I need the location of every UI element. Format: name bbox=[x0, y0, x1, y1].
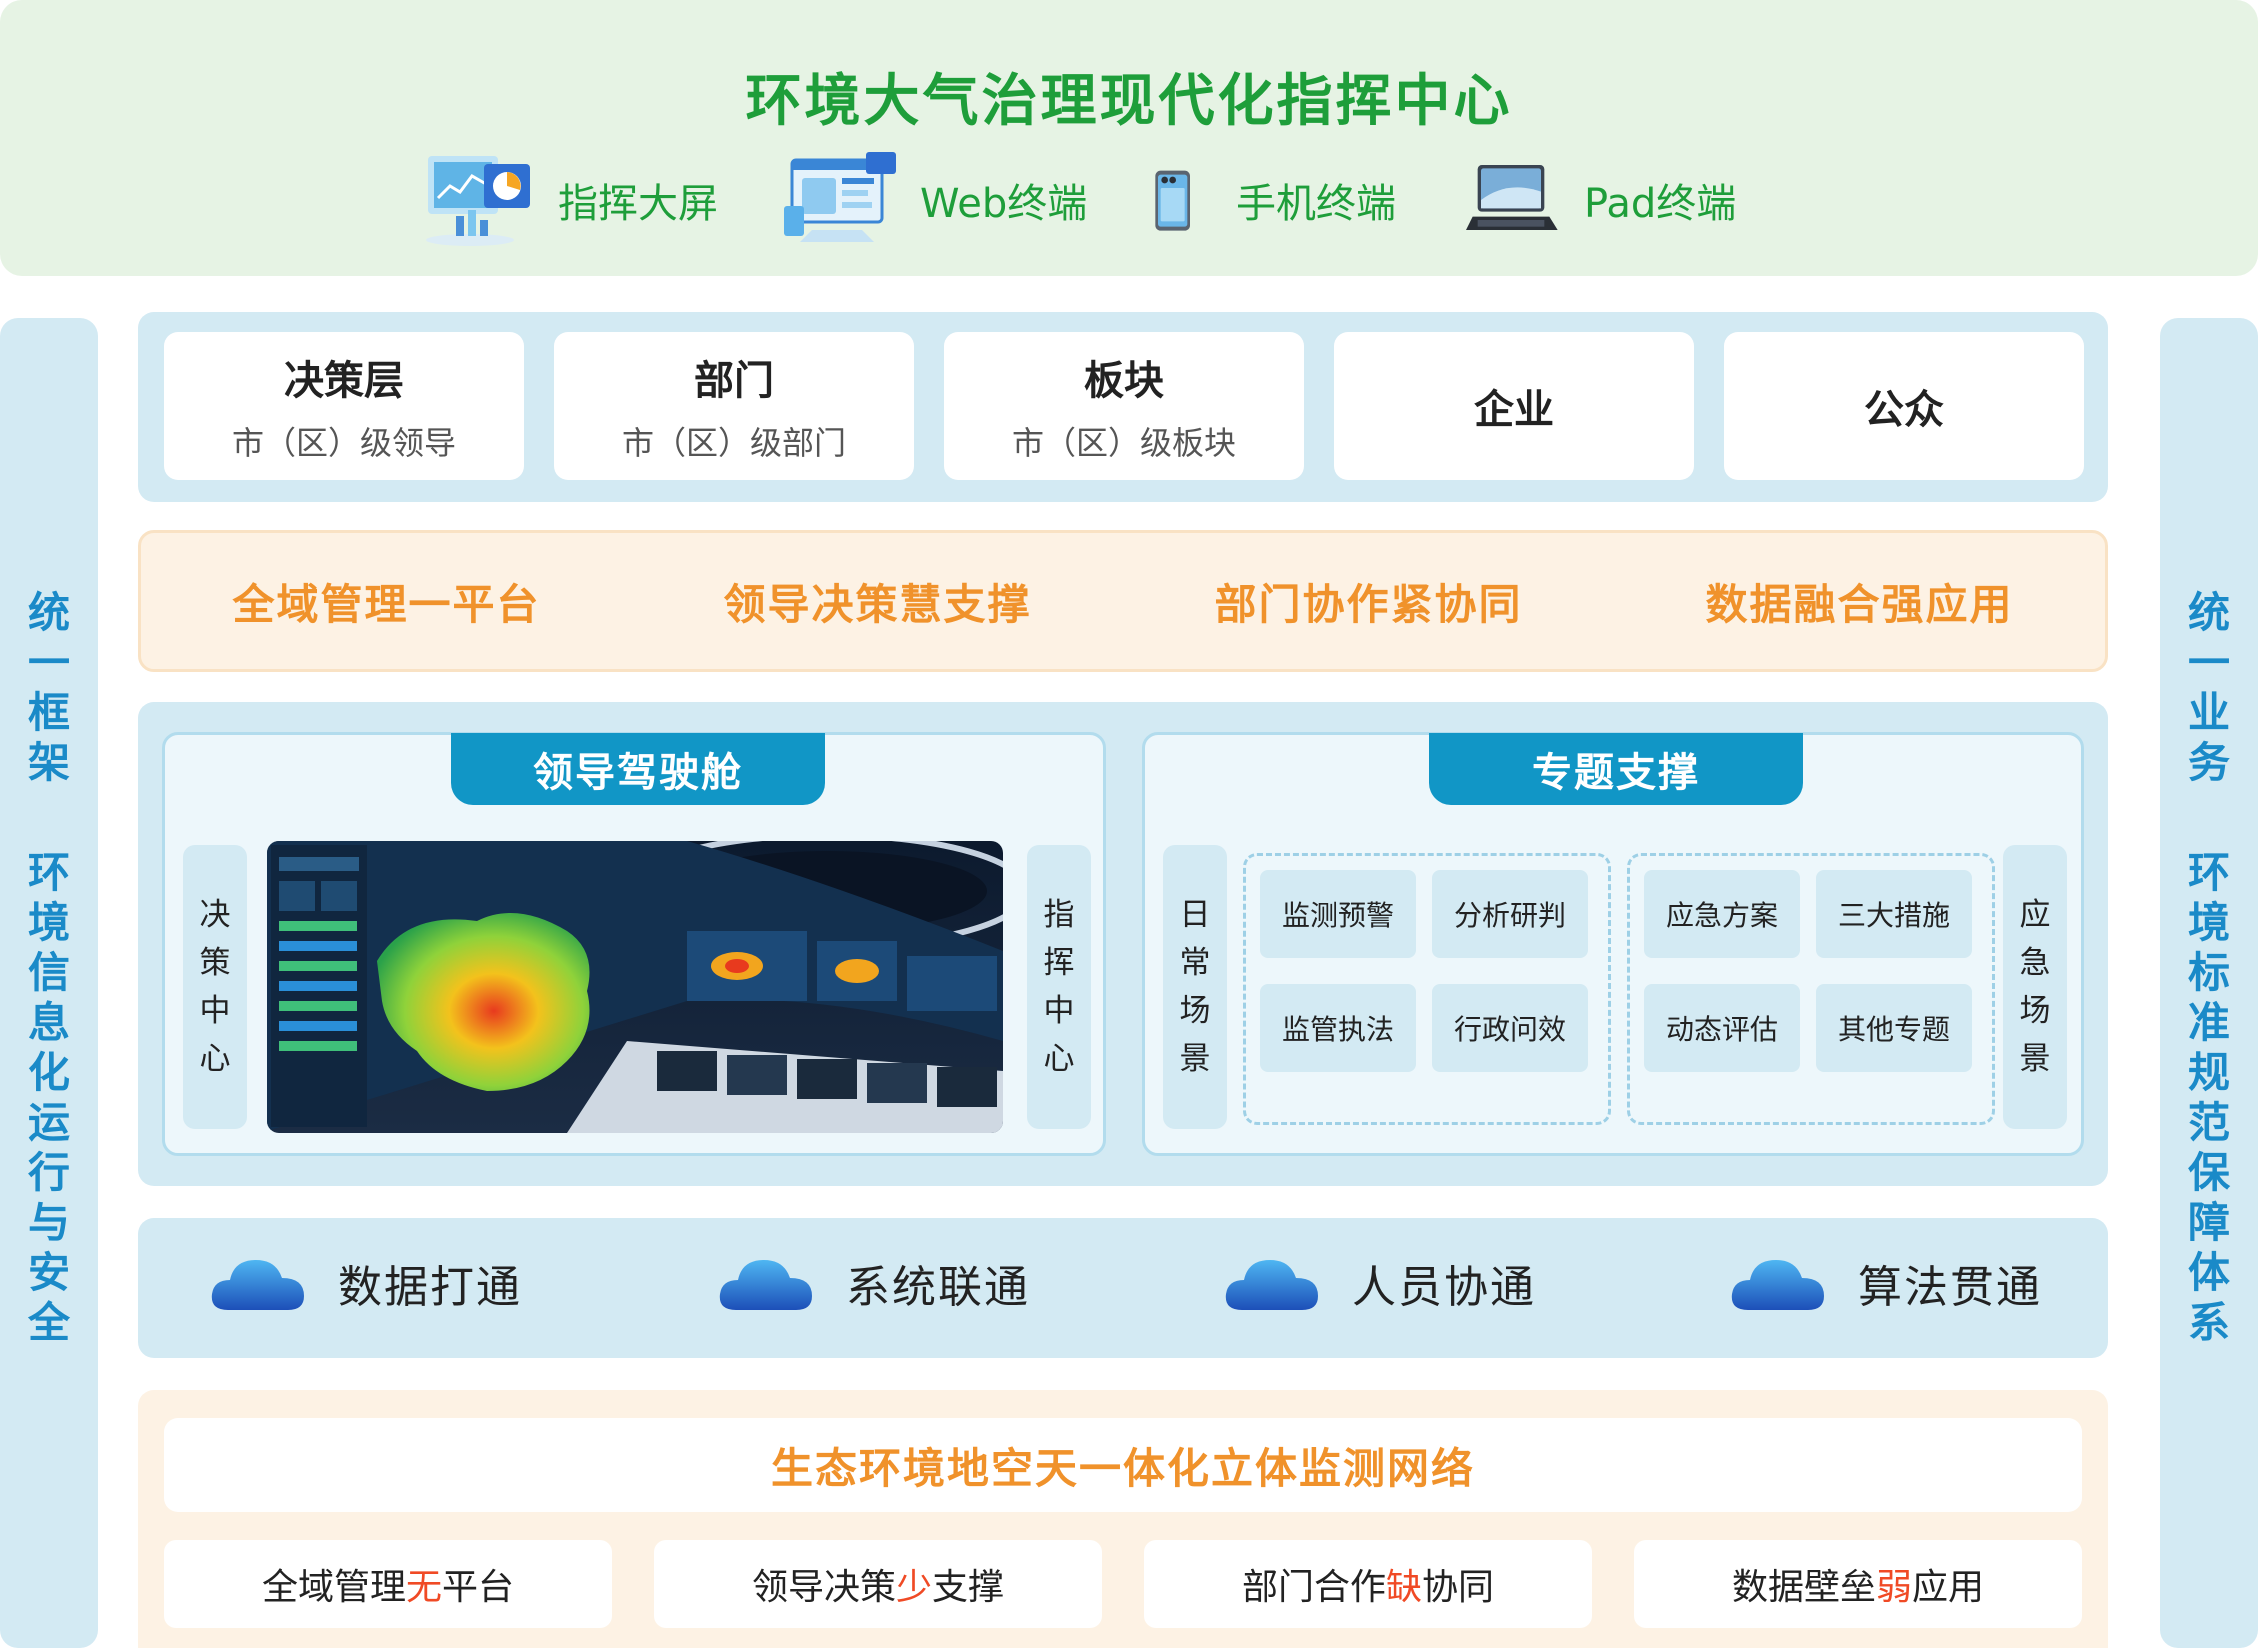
topic-dynamic-evaluation[interactable]: 动态评估 bbox=[1644, 984, 1800, 1072]
problem-item: 数据壁垒弱应用 bbox=[1634, 1540, 2082, 1628]
emergency-scenario-box[interactable]: 应急场景 bbox=[2003, 845, 2067, 1129]
conn-item: 人员协通 bbox=[1222, 1250, 1536, 1316]
cloud-icon bbox=[1225, 1260, 1318, 1310]
topic-monitoring-warning[interactable]: 监测预警 bbox=[1260, 870, 1416, 958]
user-title: 部门 bbox=[694, 358, 774, 404]
goals-panel: 全域管理一平台 领导决策慧支撑 部门协作紧协同 数据融合强应用 bbox=[138, 530, 2108, 672]
emergency-scenario-label: 应急场景 bbox=[2019, 897, 2051, 1077]
topic-other[interactable]: 其他专题 bbox=[1816, 984, 1972, 1072]
goal-item: 部门协作紧协同 bbox=[1214, 579, 1523, 629]
conn-item: 系统联通 bbox=[716, 1250, 1030, 1316]
user-title: 决策层 bbox=[284, 358, 404, 404]
tab-leader-cockpit[interactable]: 领导驾驶舱 bbox=[451, 733, 825, 805]
problem-highlight: 缺 bbox=[1385, 1567, 1422, 1608]
daily-topics-group: 监测预警 分析研判 监管执法 行政问效 bbox=[1243, 853, 1611, 1125]
command-center-photo bbox=[267, 841, 1003, 1133]
user-subtitle: 市（区）级领导 bbox=[231, 424, 456, 462]
user-subtitle: 市（区）级部门 bbox=[621, 424, 846, 462]
conn-label: 人员协通 bbox=[1352, 1262, 1536, 1313]
foundation-panel: 生态环境地空天一体化立体监测网络 全域管理无平台 领导决策少支撑 部门合作缺协同… bbox=[138, 1390, 2108, 1648]
left-side-pillar: 统一框架 环境信息化运行与安全 bbox=[0, 318, 98, 1648]
right-side-pillar: 统一业务 环境标准规范保障体系 bbox=[2160, 318, 2258, 1648]
topic-three-measures[interactable]: 三大措施 bbox=[1816, 870, 1972, 958]
big-screen-icon bbox=[426, 156, 530, 246]
tab-topic-support[interactable]: 专题支撑 bbox=[1429, 733, 1803, 805]
monitoring-network-bar: 生态环境地空天一体化立体监测网络 bbox=[164, 1418, 2082, 1512]
conn-label: 系统联通 bbox=[846, 1262, 1030, 1313]
user-card-sector[interactable]: 板块 市（区）级板块 bbox=[944, 332, 1304, 480]
application-panel: 领导驾驶舱 决策中心 bbox=[138, 702, 2108, 1186]
goal-item: 全域管理一平台 bbox=[232, 579, 541, 629]
problem-highlight: 弱 bbox=[1875, 1567, 1912, 1608]
connectivity-panel: 数据打通 系统联通 人员协通 算法贯通 bbox=[138, 1218, 2108, 1358]
terminal-label: 指挥大屏 bbox=[558, 181, 718, 227]
conn-item: 数据打通 bbox=[208, 1250, 522, 1316]
leader-cockpit-panel: 领导驾驶舱 决策中心 bbox=[162, 732, 1106, 1156]
problem-text: 数据壁垒 bbox=[1731, 1567, 1876, 1608]
topic-analysis[interactable]: 分析研判 bbox=[1432, 870, 1588, 958]
goal-item: 数据融合强应用 bbox=[1705, 579, 2014, 629]
problem-text: 协同 bbox=[1422, 1567, 1495, 1608]
user-card-decision[interactable]: 决策层 市（区）级领导 bbox=[164, 332, 524, 480]
decision-center-box[interactable]: 决策中心 bbox=[183, 845, 247, 1129]
web-terminal-icon bbox=[784, 152, 896, 242]
left-side-bottom-text: 环境信息化运行与安全 bbox=[27, 848, 70, 1347]
daily-scenario-box[interactable]: 日常场景 bbox=[1163, 845, 1227, 1129]
users-panel: 决策层 市（区）级领导 部门 市（区）级部门 板块 市（区）级板块 企业 公众 bbox=[138, 312, 2108, 502]
topic-emergency-plan[interactable]: 应急方案 bbox=[1644, 870, 1800, 958]
cloud-icon bbox=[719, 1260, 812, 1310]
problem-text: 部门合作 bbox=[1241, 1567, 1386, 1608]
conn-item: 算法贯通 bbox=[1728, 1250, 2042, 1316]
mobile-phone-icon bbox=[1155, 170, 1190, 231]
page-title: 环境大气治理现代化指挥中心 bbox=[745, 69, 1513, 134]
left-side-top-text: 统一框架 bbox=[27, 588, 70, 787]
user-card-enterprise[interactable]: 企业 bbox=[1334, 332, 1694, 480]
decision-center-label: 决策中心 bbox=[199, 897, 231, 1077]
terminal-web[interactable]: Web终端 bbox=[782, 150, 1087, 250]
user-title: 企业 bbox=[1474, 387, 1554, 433]
conn-label: 数据打通 bbox=[338, 1262, 522, 1313]
problem-text: 全域管理 bbox=[261, 1567, 406, 1608]
conn-label: 算法贯通 bbox=[1858, 1262, 2042, 1313]
problem-item: 全域管理无平台 bbox=[164, 1540, 612, 1628]
right-side-bottom-text: 环境标准规范保障体系 bbox=[2187, 848, 2230, 1347]
topic-support-panel: 专题支撑 日常场景 监测预警 分析研判 监管执法 行政问效 应急方案 三大措施 … bbox=[1142, 732, 2084, 1156]
user-subtitle: 市（区）级板块 bbox=[1011, 424, 1236, 462]
command-center-label: 指挥中心 bbox=[1043, 897, 1075, 1077]
right-side-top-text: 统一业务 bbox=[2187, 588, 2230, 787]
problem-item: 领导决策少支撑 bbox=[654, 1540, 1102, 1628]
problem-highlight: 无 bbox=[405, 1567, 442, 1608]
tablet-icon bbox=[1466, 165, 1558, 230]
problem-text: 平台 bbox=[442, 1567, 515, 1608]
command-center-box[interactable]: 指挥中心 bbox=[1027, 845, 1091, 1129]
user-title: 公众 bbox=[1864, 387, 1944, 433]
topic-supervision[interactable]: 监管执法 bbox=[1260, 984, 1416, 1072]
user-title: 板块 bbox=[1084, 358, 1164, 404]
cloud-icon bbox=[211, 1260, 304, 1310]
top-banner bbox=[0, 0, 2258, 276]
topic-accountability[interactable]: 行政问效 bbox=[1432, 984, 1588, 1072]
terminal-big-screen[interactable]: 指挥大屏 bbox=[420, 150, 718, 250]
problem-item: 部门合作缺协同 bbox=[1144, 1540, 1592, 1628]
problem-text: 领导决策 bbox=[751, 1567, 896, 1608]
emergency-topics-group: 应急方案 三大措施 动态评估 其他专题 bbox=[1627, 853, 1995, 1125]
terminal-mobile[interactable]: 手机终端 bbox=[1138, 150, 1396, 250]
goal-item: 领导决策慧支撑 bbox=[723, 579, 1032, 629]
user-card-department[interactable]: 部门 市（区）级部门 bbox=[554, 332, 914, 480]
terminal-label: Web终端 bbox=[920, 181, 1088, 227]
terminal-tablet[interactable]: Pad终端 bbox=[1466, 150, 1736, 250]
cloud-icon bbox=[1731, 1260, 1824, 1310]
daily-scenario-label: 日常场景 bbox=[1179, 897, 1211, 1077]
problem-text: 应用 bbox=[1912, 1567, 1985, 1608]
problem-highlight: 少 bbox=[895, 1567, 932, 1608]
terminal-label: 手机终端 bbox=[1236, 181, 1396, 227]
problem-text: 支撑 bbox=[932, 1567, 1005, 1608]
terminal-label: Pad终端 bbox=[1584, 181, 1737, 227]
user-card-public[interactable]: 公众 bbox=[1724, 332, 2084, 480]
